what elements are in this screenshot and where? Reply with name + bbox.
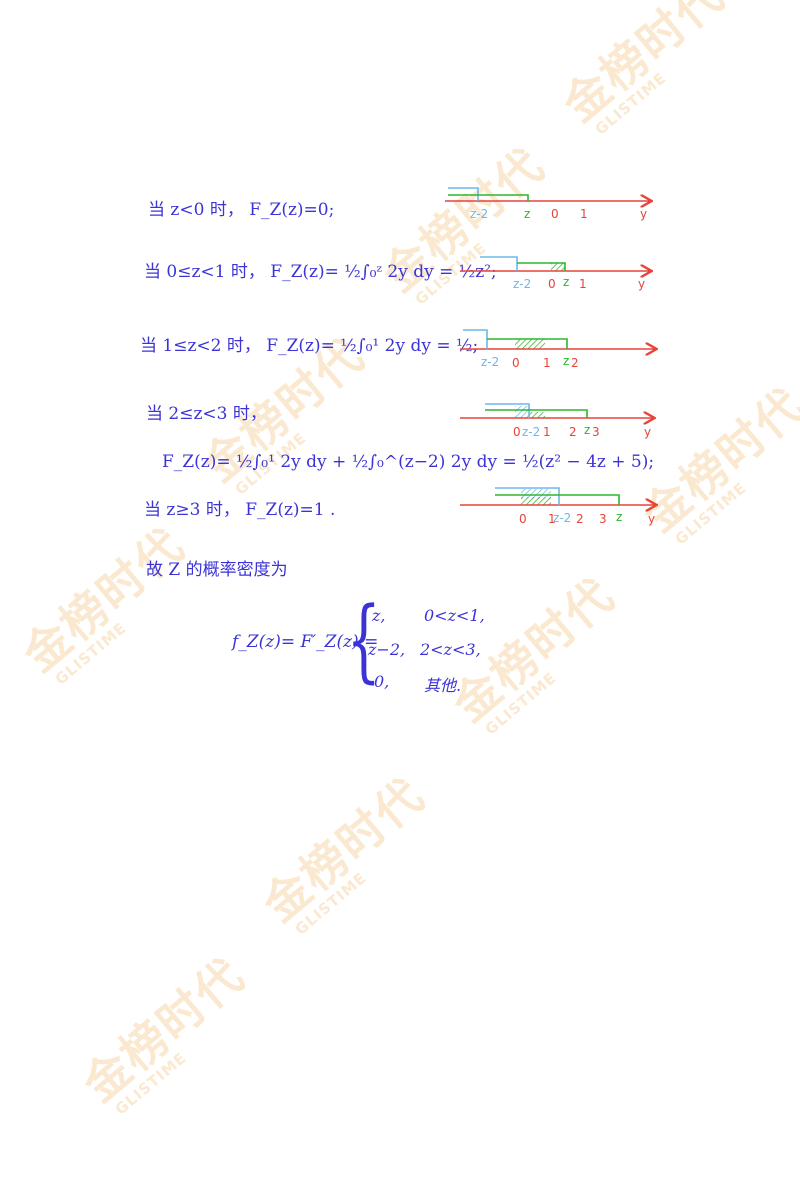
hatched-region [521, 497, 551, 505]
tick-label: z-2 [522, 425, 540, 439]
tick-label: y [644, 425, 651, 439]
number-line-diagram-3: z-2 0 1 z 2 [460, 329, 665, 370]
hatched-region [529, 412, 545, 418]
watermark-brand: 金榜时代 [72, 947, 255, 1113]
density-lhs: f_Z(z)= F′_Z(z) = [232, 632, 379, 652]
tick-label: z [584, 423, 590, 437]
tick-label: z-2 [470, 207, 488, 221]
green-interval [487, 338, 568, 349]
watermark-brand: 金榜时代 [552, 0, 735, 133]
watermark-brand: 金榜时代 [12, 517, 195, 683]
number-line-diagram-1: z-2 z 0 1 y [445, 187, 660, 221]
tick-label: z-2 [553, 511, 571, 525]
blue-interval [463, 329, 488, 349]
density-case-1-cond: 0<z<1, [424, 606, 485, 625]
hatched-region [515, 339, 545, 349]
tick-label: z-2 [481, 355, 499, 369]
watermark-latin: GLISTIME [671, 478, 750, 549]
density-case-2-cond: 2<z<3, [420, 640, 481, 659]
hatched-region [515, 406, 529, 418]
hatched-region [551, 263, 565, 271]
case-0-le-z-lt-1: 当 0≤z<1 时， F_Z(z)= ½∫₀ᶻ 2y dy = ½z²; [144, 262, 497, 282]
watermark-brand: 金榜时代 [252, 767, 435, 933]
tick-label: 3 [592, 425, 600, 439]
watermark: 金榜时代 GLISTIME [221, 731, 489, 999]
watermark: 金榜时代 GLISTIME [0, 481, 249, 749]
green-interval [495, 494, 620, 505]
blue-interval [448, 187, 479, 201]
case-z-ge-3: 当 z≥3 时， F_Z(z)=1 . [144, 500, 336, 520]
tick-label: 1 [548, 512, 556, 526]
watermark-latin: GLISTIME [291, 868, 370, 939]
tick-label: 0 [551, 207, 559, 221]
tick-label: z-2 [513, 277, 531, 291]
density-case-3-value: 0, [374, 672, 390, 691]
tick-label: 1 [580, 207, 588, 221]
case-z-lt-0: 当 z<0 时， F_Z(z)=0; [148, 200, 335, 220]
watermark-latin: GLISTIME [591, 68, 670, 139]
number-line-diagram-5: 0 1 z-2 2 3 z y [460, 487, 665, 526]
tick-label: 2 [571, 356, 579, 370]
watermark: 金榜时代 GLISTIME [41, 911, 309, 1179]
blue-interval [480, 256, 518, 271]
tick-label: z [563, 354, 569, 368]
tick-label: 0 [513, 425, 521, 439]
number-line-diagram-2: z-2 0 z 1 y [460, 256, 665, 291]
piecewise-brace: { [346, 588, 381, 693]
tick-label: 1 [543, 425, 551, 439]
tick-label: 0 [519, 512, 527, 526]
case-1-le-z-lt-2: 当 1≤z<2 时， F_Z(z)= ½∫₀¹ 2y dy = ½; [140, 336, 479, 356]
watermark: 金榜时代 GLISTIME [411, 531, 679, 799]
tick-label: 0 [512, 356, 520, 370]
density-case-3-cond: 其他. [424, 676, 462, 695]
hatched-region [521, 489, 551, 499]
tick-label: y [638, 277, 645, 291]
watermark: 金榜时代 GLISTIME [601, 341, 800, 609]
blue-interval [495, 487, 560, 505]
watermark-latin: GLISTIME [481, 668, 560, 739]
tick-label: y [648, 512, 655, 526]
density-case-1-value: z, [372, 606, 386, 625]
tick-label: 0 [548, 277, 556, 291]
tick-label: 1 [579, 277, 587, 291]
density-case-2-value: z−2, [368, 640, 406, 659]
tick-label: 2 [569, 425, 577, 439]
document-page: 金榜时代 GLISTIME 金榜时代 GLISTIME 金榜时代 GLISTIM… [0, 0, 800, 1119]
green-interval [485, 409, 588, 418]
tick-label: z [563, 275, 569, 289]
tick-label: 2 [576, 512, 584, 526]
green-interval [448, 194, 529, 201]
tick-label: y [640, 207, 647, 221]
blue-interval [485, 403, 530, 418]
watermark-latin: GLISTIME [51, 618, 130, 689]
conclusion-text: 故 Z 的概率密度为 [146, 560, 288, 580]
green-interval [517, 262, 566, 271]
number-line-diagram-4: 0 z-2 1 2 z 3 y [460, 403, 665, 439]
case-2-le-z-lt-3-head: 当 2≤z<3 时， [146, 404, 267, 424]
watermark: 金榜时代 GLISTIME [521, 0, 789, 199]
tick-label: z [524, 207, 530, 221]
tick-label: z [616, 510, 622, 524]
tick-label: 3 [599, 512, 607, 526]
case-2-le-z-lt-3-formula: F_Z(z)= ½∫₀¹ 2y dy + ½∫₀^(z−2) 2y dy = ½… [162, 452, 655, 472]
watermark-latin: GLISTIME [111, 1048, 190, 1119]
tick-label: 1 [543, 356, 551, 370]
